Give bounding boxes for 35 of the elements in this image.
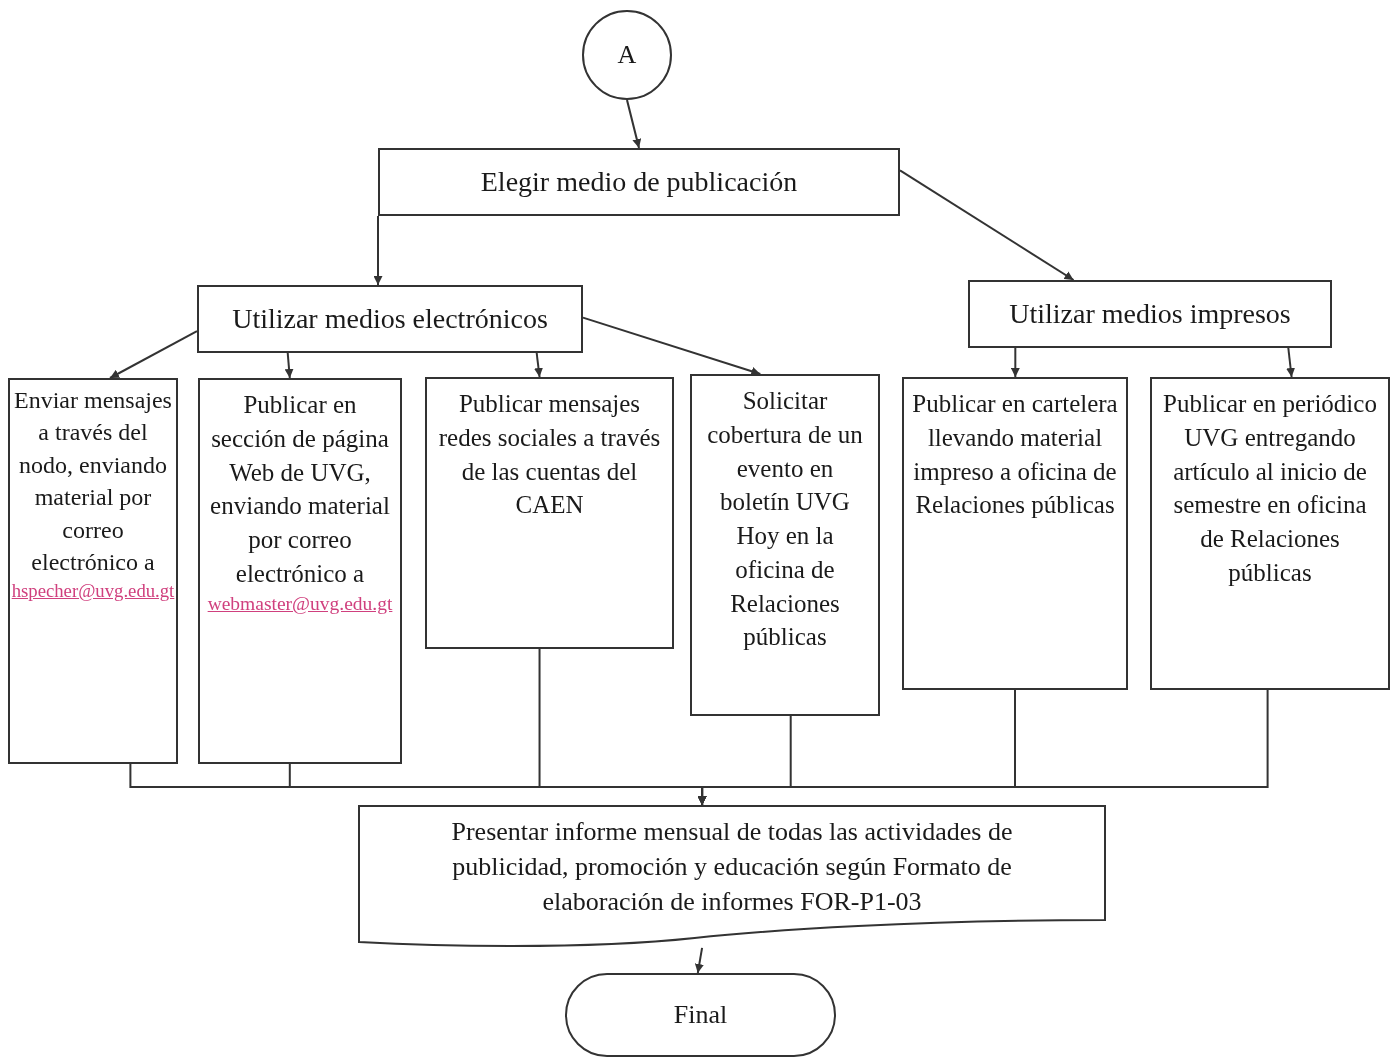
- arrow: [373, 215, 383, 286]
- arrow: [582, 316, 762, 376]
- arrow: [534, 352, 543, 378]
- process-box: [690, 374, 880, 716]
- arrow: [899, 169, 1075, 281]
- arrow: [1010, 347, 1020, 378]
- step-text: Publicar en sección de página Web de UVG, enviando material por correo electrónico a: [209, 390, 391, 589]
- process-box: [378, 148, 900, 216]
- process-box: [1150, 377, 1390, 690]
- step-text: Final: [673, 999, 728, 1032]
- step-text: Presentar informe mensual de todas las actividades de publicidad, promoción y educación según Formato de elaboración de informes FOR-P1-03: [450, 815, 1014, 919]
- step-text: A: [617, 39, 637, 72]
- step-text: Enviar mensajes a través del nodo, enviando material por correo electrónico a: [14, 386, 172, 577]
- process-box: [198, 378, 402, 764]
- arrow: [109, 330, 198, 379]
- step-text: Publicar mensajes redes sociales a través de las cuentas del CAEN: [437, 389, 662, 521]
- step-text: Elegir medio de publicación: [480, 165, 798, 200]
- document-shape: [358, 805, 1106, 950]
- step-text: Publicar en periódico UVG entregando artículo al inicio de semestre en oficina de Relaciones públicas: [1162, 389, 1378, 588]
- step-text: Publicar en cartelera llevando material impreso a oficina de Relaciones públicas: [912, 389, 1118, 521]
- process-box: [8, 378, 178, 764]
- arrow: [694, 946, 704, 974]
- process-box: [968, 280, 1332, 348]
- process-box: [197, 285, 583, 353]
- process-box: [425, 377, 674, 649]
- process-box: [902, 377, 1128, 690]
- step-text: Solicitar cobertura de un evento en boletín UVG Hoy en la oficina de Relaciones públicas: [706, 386, 864, 653]
- arrow: [284, 352, 294, 379]
- arrow: [1286, 347, 1296, 378]
- step-text: Utilizar medios electrónicos: [232, 302, 548, 337]
- arrow: [697, 689, 1269, 806]
- email-link: hspecher@uvg.edu.gt: [11, 579, 175, 604]
- arrow: [626, 99, 642, 149]
- step-text: Utilizar medios impresos: [1009, 297, 1291, 332]
- email-link: webmaster@uvg.edu.gt: [207, 591, 393, 616]
